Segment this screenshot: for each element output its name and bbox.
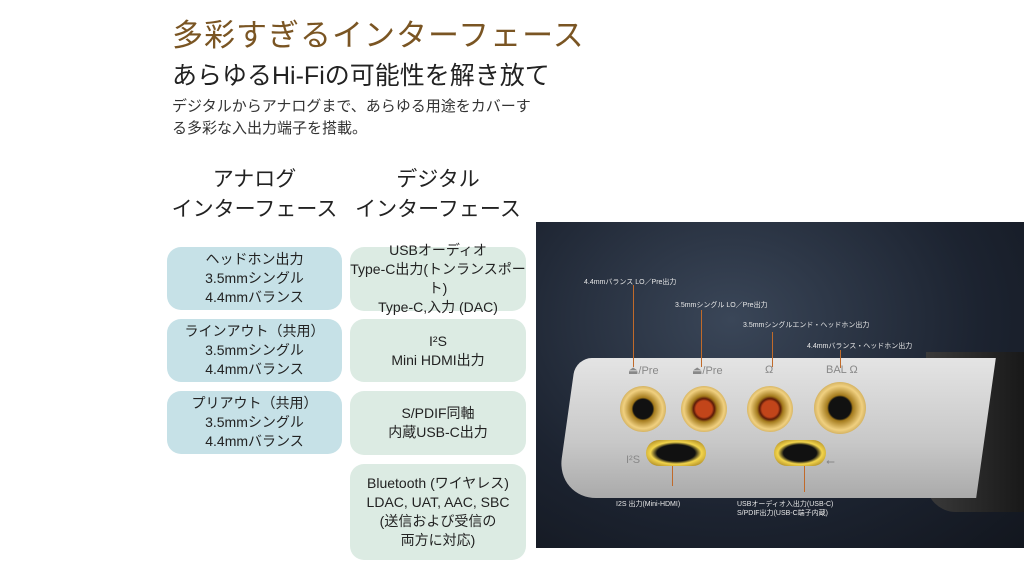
mini-hdmi-port xyxy=(646,440,706,466)
box-line: 内蔵USB-C出力 xyxy=(388,424,488,440)
label-i2s: I2S 出力(Mini-HDMI) xyxy=(616,501,681,508)
headphone-icon: Ω xyxy=(765,364,774,376)
callout-line xyxy=(633,285,634,367)
box-line: 3.5mmシングル xyxy=(205,342,304,358)
usb-c-port xyxy=(774,440,826,466)
digital-heading-line2: インターフェース xyxy=(355,198,521,221)
callout-line xyxy=(672,466,673,486)
single-headphone-jack xyxy=(747,386,793,432)
digital-heading-line1: デジタル xyxy=(396,168,480,191)
description: デジタルからアナログまで、あらゆる用途をカバーする多彩な入出力端子を搭載。 xyxy=(172,98,531,137)
box-line: LDAC, UAT, AAC, SBC xyxy=(366,494,510,510)
box-line: Type-C出力(トンランスポート) xyxy=(350,261,526,296)
i2s-mark: I²S xyxy=(626,454,641,466)
callout-line xyxy=(840,350,841,368)
label-balanced-headphone: 4.4mmバランス・ヘッドホン出力 xyxy=(807,343,913,350)
page-subtitle: あらゆるHi-Fiの可能性を解き放て xyxy=(172,62,550,90)
balanced-lo-jack xyxy=(620,386,666,432)
digital-box-bluetooth: Bluetooth (ワイヤレス) LDAC, UAT, AAC, SBC (送… xyxy=(350,464,526,560)
callout-line xyxy=(804,466,805,492)
box-line: I²S xyxy=(429,332,447,349)
analog-heading: アナログ インターフェース xyxy=(167,165,342,225)
bal-mark: BAL xyxy=(826,364,847,376)
box-line: S/PDIF同軸 xyxy=(401,405,475,421)
product-photo: ⏏/Pre ⏏/Pre Ω BAL Ω I²S ⭠ 4.4mmバランス LO／P… xyxy=(536,222,1024,548)
box-line: 両方に対応) xyxy=(400,532,476,548)
box-line: 3.5mmシングル xyxy=(205,414,304,430)
label-single-lo: 3.5mmシングル LO／Pre出力 xyxy=(675,302,768,309)
box-line: 4.4mmバランス xyxy=(205,433,304,449)
box-line: USBオーディオ xyxy=(389,242,487,258)
analog-heading-line2: インターフェース xyxy=(171,198,338,221)
box-line: 4.4mmバランス xyxy=(205,361,304,377)
pre-mark: /Pre xyxy=(702,365,723,377)
label-single-headphone: 3.5mmシングルエンド・ヘッドホン出力 xyxy=(743,322,870,329)
line-out-icon: ⏏/Pre xyxy=(692,365,723,377)
label-spdif: S/PDIF出力(USB-C端子内蔵) xyxy=(737,510,828,517)
pre-mark: /Pre xyxy=(638,365,659,377)
page-title: 多彩すぎるインターフェース xyxy=(172,18,585,53)
balanced-headphone-jack xyxy=(814,382,866,434)
box-line: Bluetooth (ワイヤレス) xyxy=(367,475,509,491)
digital-box-spdif: S/PDIF同軸 内蔵USB-C出力 xyxy=(350,391,526,455)
box-line: プリアウト（共用） xyxy=(191,395,318,411)
digital-heading: デジタル インターフェース xyxy=(350,165,526,225)
analog-box-lineout: ラインアウト（共用） 3.5mmシングル 4.4mmバランス xyxy=(167,319,342,382)
line-out-icon: ⏏/Pre xyxy=(628,365,659,377)
digital-box-usb: USBオーディオ Type-C出力(トンランスポート) Type-C,入力 (D… xyxy=(350,242,526,315)
balanced-headphone-mark: BAL Ω xyxy=(826,364,858,376)
analog-heading-line1: アナログ xyxy=(212,168,297,191)
callout-line xyxy=(772,332,773,367)
label-usb-audio: USBオーディオ入出力(USB-C) xyxy=(737,501,834,508)
analog-box-preout: プリアウト（共用） 3.5mmシングル 4.4mmバランス xyxy=(167,391,342,454)
digital-box-i2s: I²S Mini HDMI出力 xyxy=(350,319,526,382)
box-line: Type-C,入力 (DAC) xyxy=(378,299,498,315)
callout-line xyxy=(701,310,702,367)
box-line: ラインアウト（共用） xyxy=(184,323,325,339)
analog-box-headphone: ヘッドホン出力 3.5mmシングル 4.4mmバランス xyxy=(167,247,342,310)
label-balanced-lo: 4.4mmバランス LO／Pre出力 xyxy=(584,279,677,286)
box-line: Mini HDMI出力 xyxy=(391,351,485,368)
box-line: (送信および受信の xyxy=(379,513,497,529)
single-lo-jack xyxy=(681,386,727,432)
box-line: 3.5mmシングル xyxy=(205,270,304,286)
box-line: 4.4mmバランス xyxy=(205,289,304,305)
usb-icon: ⭠ xyxy=(826,456,835,468)
box-line: ヘッドホン出力 xyxy=(205,251,304,267)
